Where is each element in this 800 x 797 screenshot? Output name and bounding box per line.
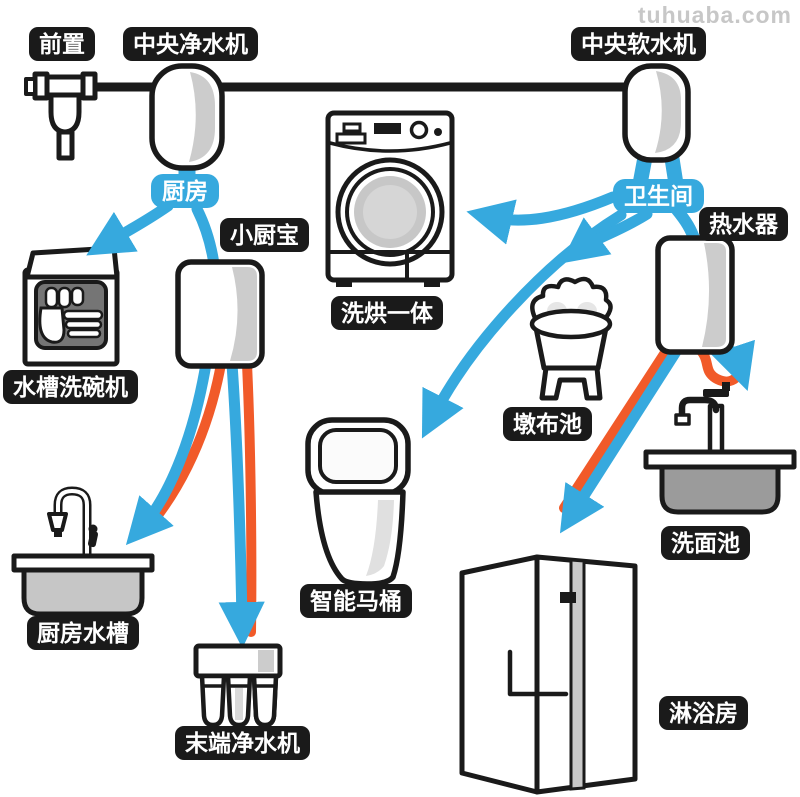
smart-toilet-device [305,417,411,587]
prefilter-device [24,71,98,161]
label-kitchen-sink: 厨房水槽 [27,616,139,651]
label-wash-basin: 洗面池 [661,526,750,561]
sink-dishwasher-device [22,245,120,367]
label-shower-room: 淋浴房 [659,696,748,731]
label-central-softener: 中央软水机 [571,27,706,62]
water-heater-device [655,235,735,355]
pipe-bathroom-to-washer [466,191,619,245]
pipe-bathroom-to-mop-pool [560,208,653,264]
label-prefilter: 前置 [29,27,95,62]
pipe-cold-to-kitchen-sink [125,358,212,546]
pipe-hot-to-terminal-purifier [242,359,257,637]
label-terminal-purifier: 末端净水机 [175,726,310,761]
pipe-cold-to-wash-basin [711,339,755,391]
label-bathroom: 卫生间 [613,179,704,214]
label-kitchen: 厨房 [151,174,219,209]
pipe-kitchen-to-instant-heater [191,203,220,270]
washer-dryer-device [325,110,455,287]
kitchen-sink-device [11,486,155,617]
central-softener-device [622,63,691,163]
label-washer-dryer: 洗烘一体 [331,296,443,331]
label-mop-pool: 墩布池 [503,407,592,442]
label-smart-toilet: 智能马桶 [300,584,412,619]
pipe-cold-to-terminal-purifier [218,358,265,649]
wash-basin-device [643,382,797,515]
site-watermark: tuhuaba.com [637,2,792,28]
label-sink-dishwasher: 水槽洗碗机 [3,370,138,405]
pipe-kitchen-to-dishwasher [86,200,174,256]
shower-room-device [459,554,638,795]
pipe-cold-to-shower [559,344,683,534]
label-water-heater: 热水器 [699,207,788,242]
terminal-purifier-device [193,643,283,728]
pipe-hot-to-shower [559,343,673,513]
instant-heater-device [175,259,265,369]
label-instant-heater: 小厨宝 [220,218,309,253]
label-central-purifier: 中央净水机 [123,27,258,62]
central-purifier-device [149,63,225,171]
mop-pool-device [529,276,613,401]
